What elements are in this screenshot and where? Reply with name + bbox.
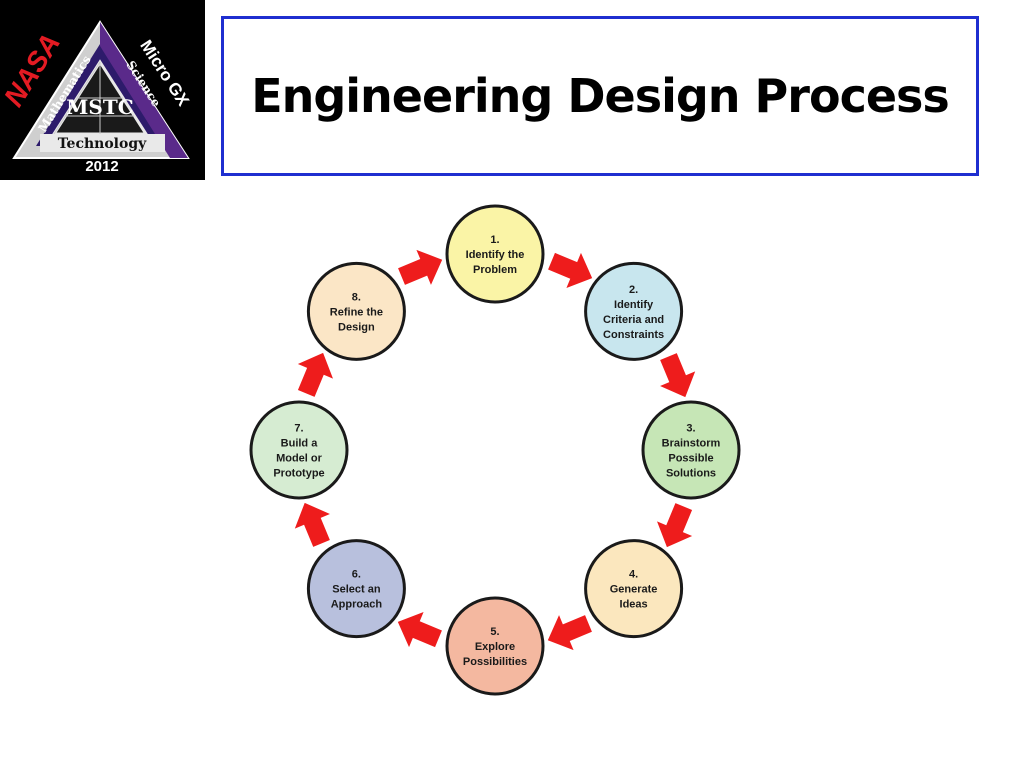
cycle-arrow-4: [547, 615, 592, 651]
logo-graphic: MSTC Technology 2012 NASA Mathematics Mi…: [0, 20, 193, 175]
step-label-3-line-3: Solutions: [666, 468, 716, 480]
step-label-2-line-1: Identify: [614, 299, 654, 311]
cycle-arrow-7: [297, 352, 333, 397]
step-number-3: 3.: [686, 423, 695, 435]
step-number-7: 7.: [294, 423, 303, 435]
step-label-6-line-2: Approach: [331, 599, 383, 611]
cycle-arrow-2: [660, 353, 696, 398]
cycle-arrow-1: [548, 252, 593, 288]
step-circle-7: [249, 400, 349, 500]
step-label-3-line-1: Brainstorm: [662, 438, 721, 450]
cycle-arrow-8: [398, 249, 443, 285]
cycle-arrow-5: [397, 612, 442, 648]
step-label-5-line-1: Explore: [475, 641, 515, 653]
step-label-7-line-1: Build a: [281, 438, 319, 450]
step-circle-2: [584, 261, 684, 361]
step-number-8: 8.: [352, 291, 361, 303]
step-number-1: 1.: [490, 234, 499, 246]
step-circle-5: [445, 596, 545, 696]
cycle-arrow-6: [294, 502, 330, 547]
step-label-2-line-2: Criteria and: [603, 314, 664, 326]
step-number-6: 6.: [352, 569, 361, 581]
arrows-layer: [294, 249, 696, 651]
step-number-4: 4.: [629, 569, 638, 581]
step-label-5-line-2: Possibilities: [463, 656, 527, 668]
step-label-7-line-2: Model or: [276, 453, 323, 465]
step-circle-3: [641, 400, 741, 500]
title-box: Engineering Design Process: [221, 16, 979, 176]
logo-center: MSTC: [66, 95, 133, 119]
step-label-2-line-3: Constraints: [603, 329, 664, 341]
step-node-7: 7. Build a Model or Prototype: [249, 400, 349, 500]
step-circle-1: [445, 204, 545, 304]
step-label-7-line-3: Prototype: [273, 468, 324, 480]
cycle-arrow-3: [657, 503, 693, 548]
step-label-1-line-1: Identify the: [466, 249, 525, 261]
step-circle-4: [584, 539, 684, 639]
mstc-logo: MSTC Technology 2012 NASA Mathematics Mi…: [0, 0, 205, 180]
step-number-2: 2.: [629, 284, 638, 296]
step-label-4-line-1: Generate: [610, 584, 658, 596]
page-title: Engineering Design Process: [251, 69, 950, 123]
step-label-6-line-1: Select an: [332, 584, 381, 596]
step-label-8-line-1: Refine the: [330, 306, 383, 318]
step-circle-6: [306, 539, 406, 639]
step-label-8-line-2: Design: [338, 321, 375, 333]
step-number-5: 5.: [490, 626, 499, 638]
step-circle-8: [306, 261, 406, 361]
step-node-6: 6. Select an Approach: [306, 539, 406, 639]
step-label-1-line-2: Problem: [473, 264, 517, 276]
step-label-4-line-2: Ideas: [620, 599, 648, 611]
logo-bottom-band: Technology: [58, 136, 147, 152]
logo-year: 2012: [85, 158, 118, 175]
step-label-3-line-2: Possible: [668, 453, 713, 465]
